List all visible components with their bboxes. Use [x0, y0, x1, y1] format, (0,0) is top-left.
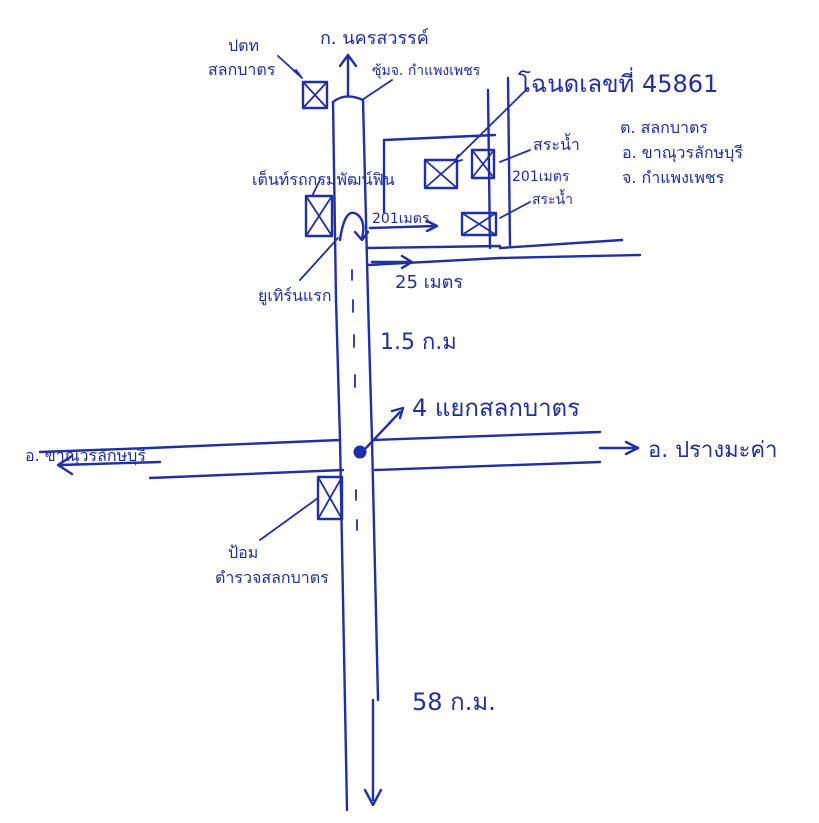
south-arrow — [363, 698, 383, 807]
east-destination-label: อ. ปรางมะค่า — [648, 438, 778, 463]
intersection-label: 4 แยกสลกบาตร — [412, 394, 581, 422]
cross-road-south-edge — [148, 460, 602, 480]
police-label-2: ตำรวจสลกบาตร — [215, 568, 329, 587]
plot-leader — [454, 87, 529, 163]
pond-box-top-right — [470, 148, 496, 180]
pond-box-top-left — [423, 158, 459, 190]
pond-bottom-label: สระน้ำ — [532, 192, 574, 208]
bus-stop-label: ซุ้มจ. กำแพงเพชร — [372, 63, 481, 79]
tent-shop-label: เต็นท์รถกรมพัฒน์ฟิน — [252, 170, 395, 189]
plot-subdistrict-label: ต. สลกบาตร — [620, 118, 708, 137]
road-top-cap — [331, 95, 365, 104]
u-turn-label: ยูเทิร์นแรก — [258, 286, 332, 305]
tent-shop-box — [304, 194, 334, 238]
cross-road-north-edge — [38, 430, 602, 454]
gas-station-label-1: ปตท — [228, 36, 260, 55]
center-dashes — [351, 269, 358, 531]
intersection-pointer — [364, 406, 405, 450]
main-road-west-edge — [331, 100, 349, 812]
pond-box-bottom — [460, 211, 498, 237]
west-arrow — [56, 454, 162, 476]
north-arrow — [338, 53, 358, 97]
police-label-1: ป้อม — [228, 543, 259, 562]
police-leader — [259, 497, 319, 541]
plot-boundary — [382, 76, 512, 250]
dist-25-label: 25 เมตร — [395, 272, 464, 293]
dist-201-top-arrow — [368, 219, 439, 233]
pond-bottom-leader — [499, 201, 531, 219]
police-box — [316, 475, 344, 521]
gas-station-label-2: สลกบาตร — [208, 60, 276, 79]
plot-title-label: โฉนดเลขที่ 45861 — [518, 70, 719, 98]
plot-province-label: จ. กำแพงเพชร — [622, 168, 725, 187]
bus-stop-leader — [361, 79, 393, 101]
depth-201-label: 201เมตร — [512, 169, 570, 185]
tent-leader — [311, 179, 321, 197]
main-road-east-edge — [361, 98, 380, 702]
intersection-dot — [353, 445, 367, 459]
north-destination-label: ก. นครสวรรค์ — [320, 28, 429, 49]
dist-201-label: 201เมตร — [372, 211, 430, 227]
pond-top-label: สระน้ำ — [533, 135, 580, 154]
east-arrow — [598, 440, 640, 456]
plot-district-label: อ. ขาณุวรลักษบุรี — [622, 143, 743, 162]
dist-1-5km-label: 1.5 ก.ม — [380, 330, 457, 355]
west-destination-label: อ. ขาณุวรลักษบุรี — [25, 446, 146, 465]
pond-top-leader — [499, 149, 531, 163]
u-turn-mark — [338, 211, 370, 242]
uturn-leader — [299, 237, 339, 281]
side-road-top — [366, 238, 624, 250]
dist-25-arrow — [370, 254, 414, 270]
gas-station-box — [301, 80, 329, 110]
gas-leader — [277, 55, 303, 79]
south-distance-label: 58 ก.ม. — [412, 688, 496, 716]
